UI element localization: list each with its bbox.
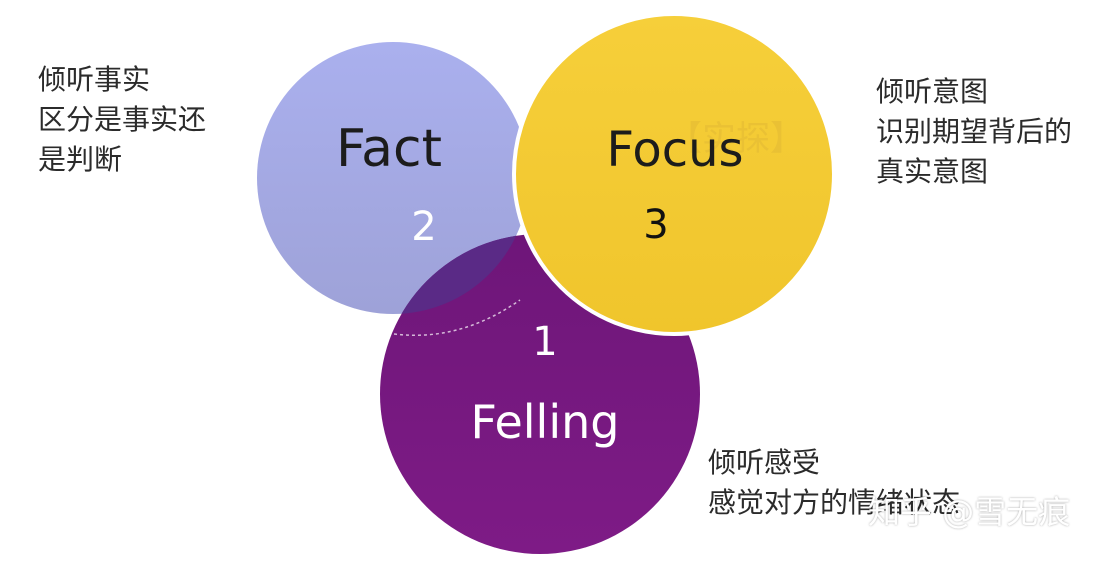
focus-note-line: 倾听意图 [876, 75, 989, 108]
focus-label: Focus [606, 122, 743, 178]
focus-note-line: 真实意图 [876, 155, 989, 188]
fact-label: Fact [336, 119, 442, 179]
focus-faded-mark: 【实探】 [668, 119, 804, 159]
feeling-note-line: 感觉对方的情绪状态 [708, 486, 961, 519]
fact-note: 倾听事实 区分是事实还 是判断 [38, 60, 206, 180]
focus-circle [512, 12, 836, 336]
focus-note-line: 识别期望背后的 [876, 115, 1073, 148]
feeling-number: 1 [532, 319, 557, 365]
focus-number: 3 [643, 202, 668, 248]
zhihu-watermark: 知乎 @雪无痕 [868, 493, 1071, 531]
fact-bottom-dotted-edge [393, 299, 521, 337]
feeling-note-line: 倾听感受 [708, 446, 821, 479]
fact-circle [257, 42, 529, 314]
focus-note: 倾听意图 识别期望背后的 真实意图 [876, 72, 1072, 192]
fact-note-line: 倾听事实 [38, 63, 151, 96]
feeling-note: 倾听感受 感觉对方的情绪状态 [708, 443, 960, 523]
feeling-label: Felling [471, 395, 620, 449]
fact-note-line: 是判断 [38, 143, 123, 176]
fact-number: 2 [411, 204, 436, 250]
fact-note-line: 区分是事实还 [38, 103, 207, 136]
